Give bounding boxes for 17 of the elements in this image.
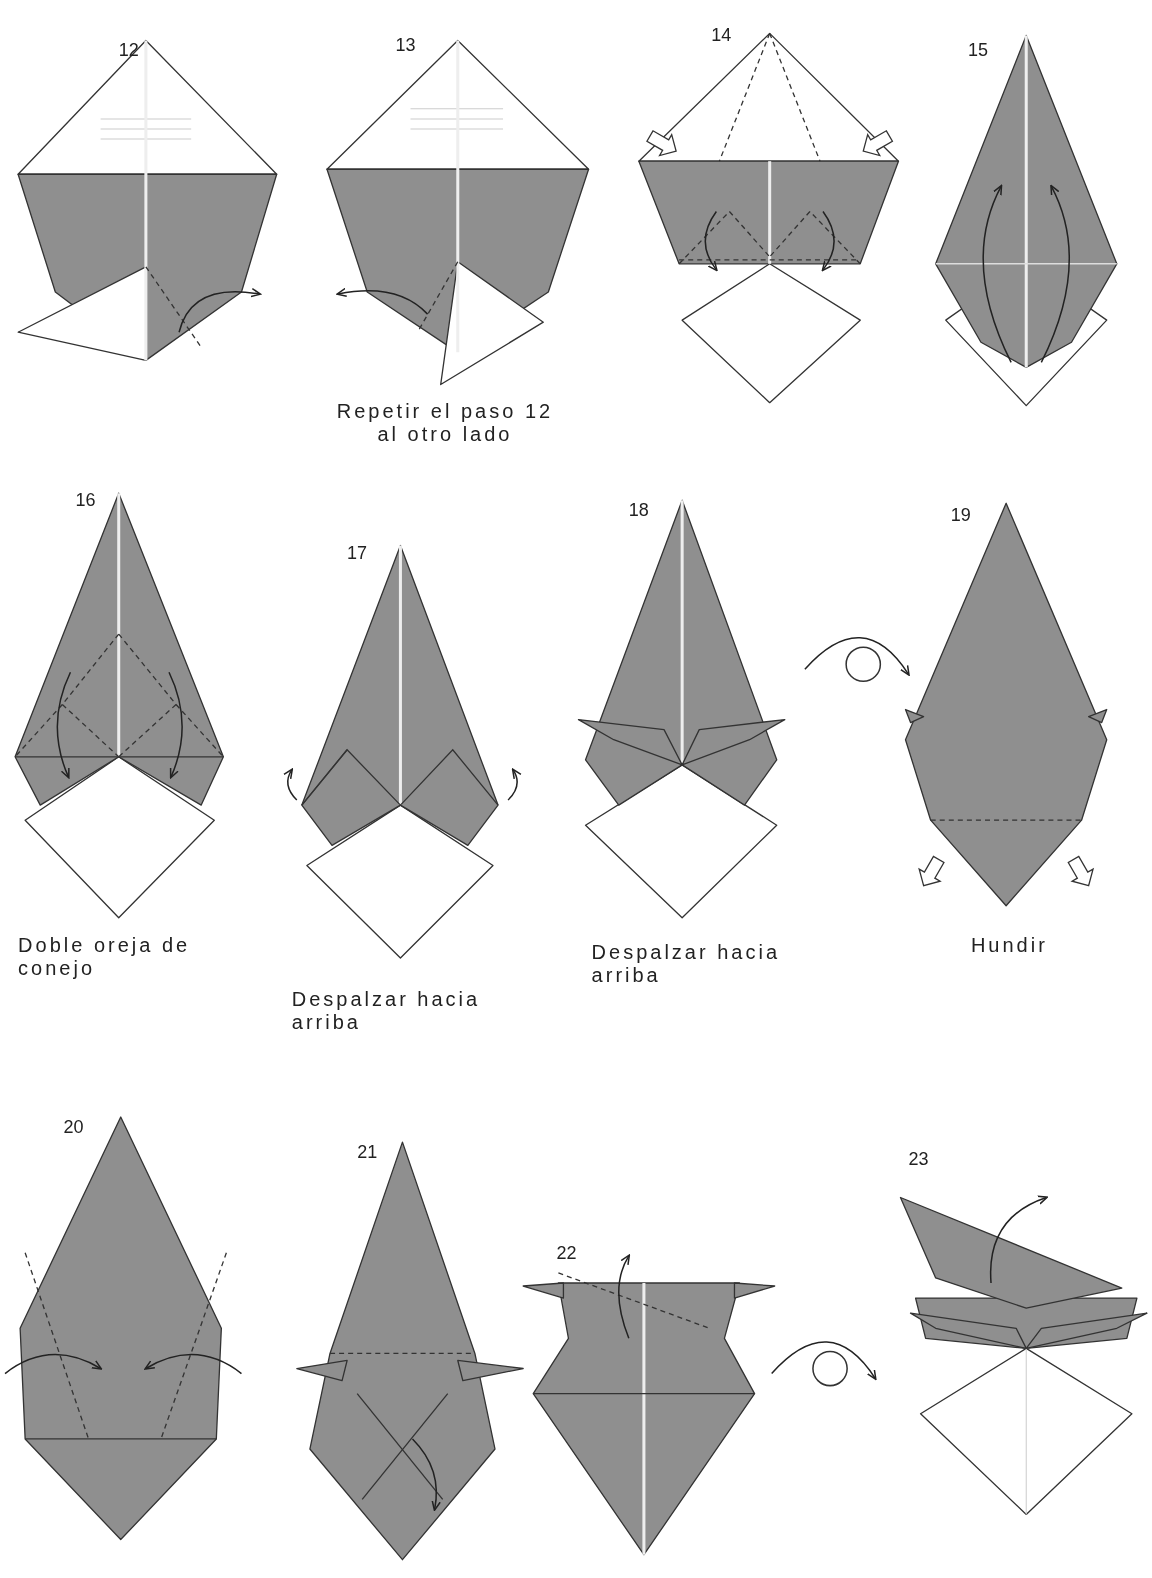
step-number: 20 — [63, 1116, 84, 1138]
step-number: 21 — [357, 1141, 378, 1163]
step-number: 16 — [75, 489, 96, 511]
instruction-text: Despalzar hacia arriba — [591, 940, 781, 987]
step-number: 22 — [556, 1242, 577, 1264]
step-number: 19 — [950, 505, 971, 526]
step-number: 18 — [628, 500, 649, 521]
instruction-text: Doble oreja de conejo — [18, 933, 192, 980]
step-number: 15 — [967, 40, 988, 61]
step-number: 14 — [711, 25, 732, 46]
step-number: 13 — [395, 35, 416, 56]
step-number: 12 — [118, 40, 139, 61]
instruction-text: Repetir el paso 12 al otro lado — [335, 400, 555, 447]
instruction-text: Hundir — [970, 933, 1048, 957]
step-number: 23 — [908, 1148, 929, 1170]
step-number: 17 — [347, 543, 368, 564]
instruction-text: Despalzar hacia arriba — [291, 988, 482, 1034]
